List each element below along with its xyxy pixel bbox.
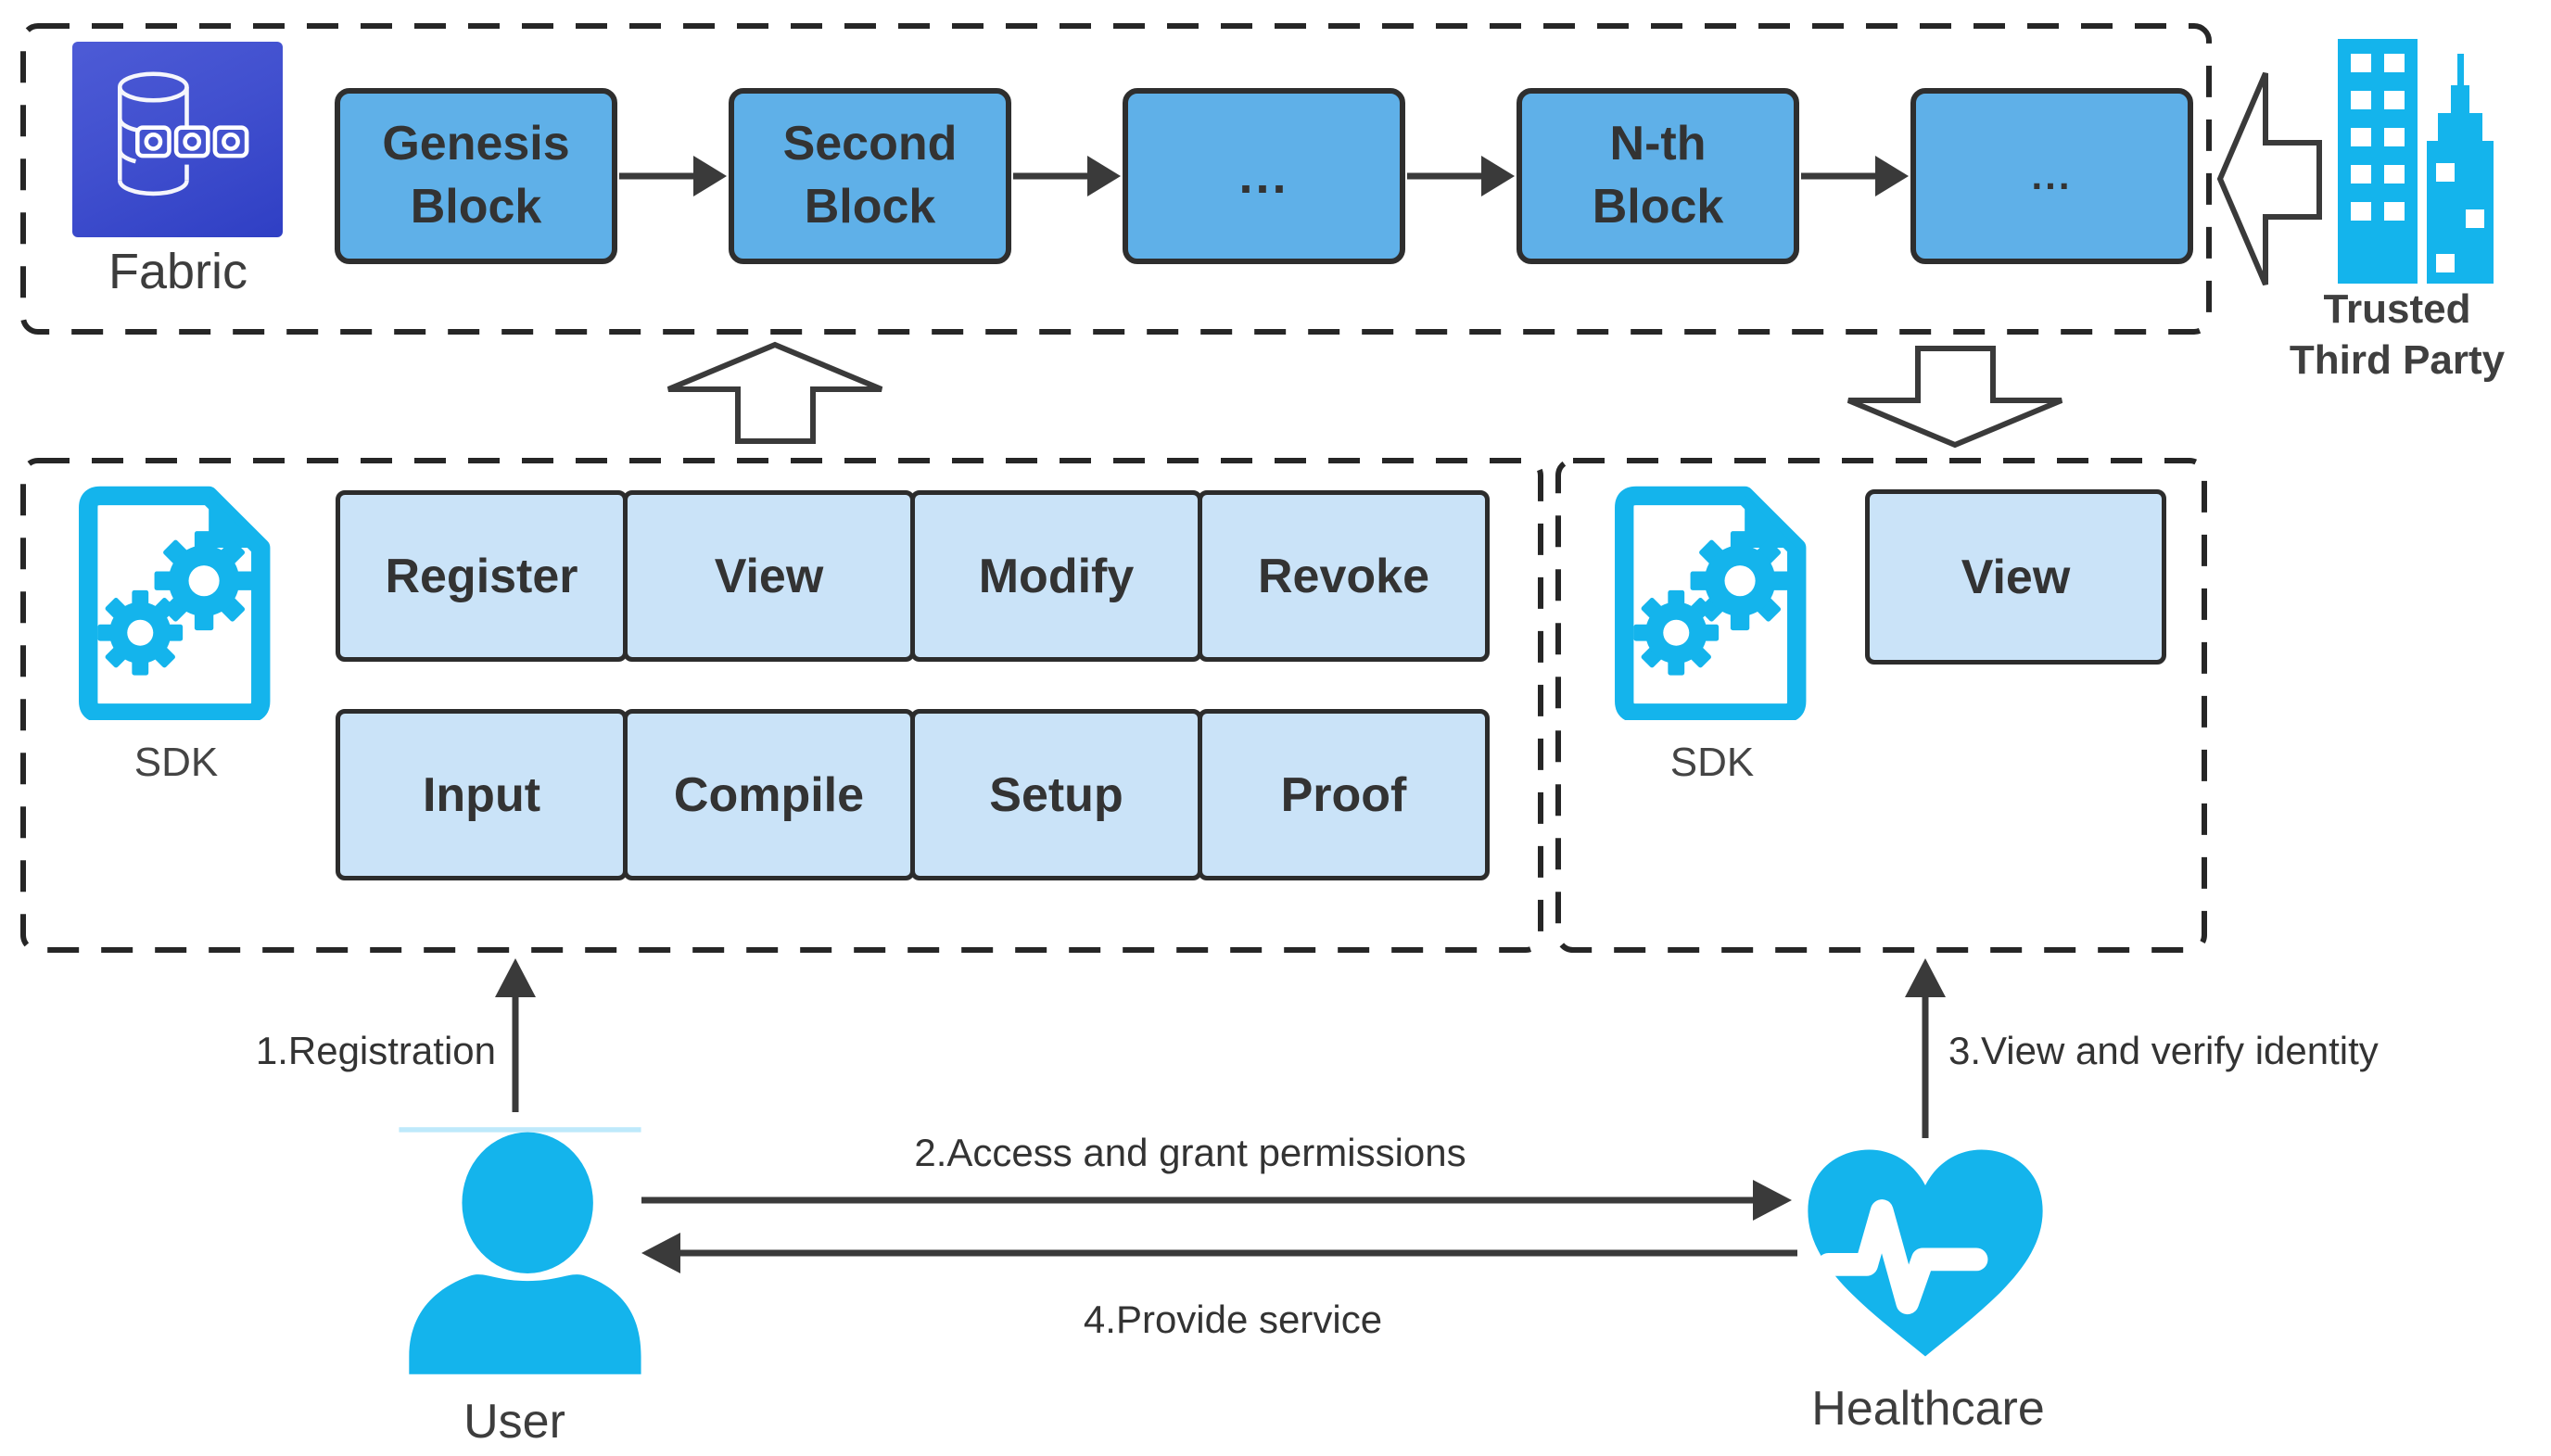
registration-arrow [495, 958, 536, 1112]
up-block-arrow-left [666, 341, 883, 444]
fnbox-setup: Setup [910, 709, 1202, 880]
user-label: User [463, 1395, 565, 1449]
block-second: Second Block [729, 88, 1011, 264]
fnbox-view: View [623, 490, 915, 662]
sdk-right-label: SDK [1669, 740, 1755, 785]
fnbox-proof: Proof [1198, 709, 1490, 880]
healthcare-heart-icon [1808, 1149, 2043, 1357]
block-ellipsis-1: ... [1123, 88, 1405, 264]
sdk-document-gears-icon-right [1615, 486, 1807, 720]
user-icon [399, 1127, 641, 1374]
fnbox-revoke: Revoke [1198, 490, 1490, 662]
ttp-line2: Third Party [2289, 337, 2506, 383]
flow-label-provide: 4.Provide service [1083, 1298, 1383, 1341]
sdk-document-gears-icon-left [79, 486, 271, 720]
sdk-left-label: SDK [133, 740, 219, 785]
block-nth: N-th Block [1517, 88, 1799, 264]
fnbox-input: Input [336, 709, 628, 880]
sdk-right-boundary [1555, 458, 2207, 953]
database-chain-glyph [117, 70, 248, 196]
left-block-arrow-ttp [2216, 71, 2322, 286]
fnbox-view-right: View [1865, 489, 2166, 665]
flow-label-access: 2.Access and grant permissions [914, 1131, 1466, 1174]
access-arrow [641, 1180, 1792, 1221]
fabric-blockchain-boundary [20, 23, 2212, 335]
fnbox-modify: Modify [910, 490, 1202, 662]
buildings-icon [2338, 39, 2494, 284]
block-genesis: Genesis Block [335, 88, 617, 264]
down-block-arrow-right [1847, 346, 2063, 449]
fabric-label: Fabric [108, 244, 248, 299]
healthcare-label: Healthcare [1811, 1382, 2045, 1436]
gear-large [154, 531, 254, 631]
verify-arrow [1905, 958, 1946, 1138]
fnbox-compile: Compile [623, 709, 915, 880]
fnbox-register: Register [336, 490, 628, 662]
block-ellipsis-2: ... [1910, 88, 2193, 264]
fabric-database-icon [72, 42, 283, 237]
sdk-left-row1: Register View Modify Revoke [336, 490, 1490, 662]
trusted-third-party-label: Trusted Third Party [2243, 284, 2551, 386]
provide-service-arrow [641, 1233, 1797, 1273]
sdk-left-row2: Input Compile Setup Proof [336, 709, 1490, 880]
ttp-line1: Trusted [2323, 286, 2471, 332]
sdk-left-boundary [20, 458, 1543, 953]
flow-label-verify: 3.View and verify identity [1948, 1029, 2379, 1072]
flow-label-registration: 1.Registration [255, 1029, 496, 1072]
